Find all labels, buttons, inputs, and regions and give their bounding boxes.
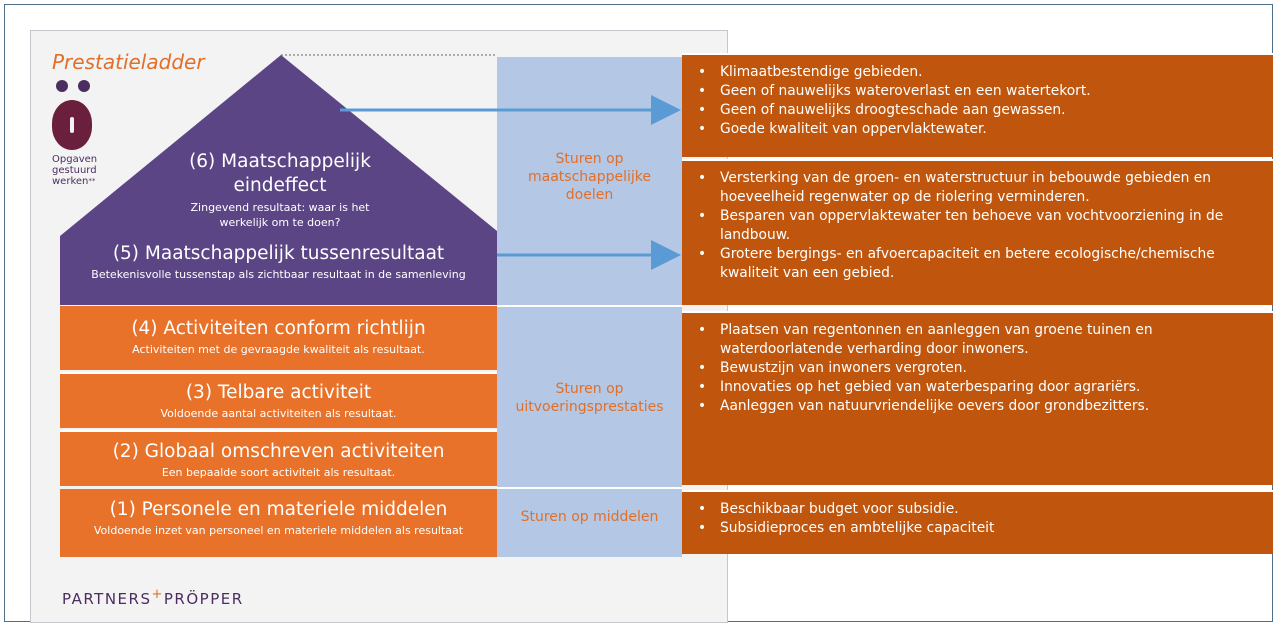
level-6-subtitle: Zingevend resultaat: waar is het [190,201,370,214]
list-item: Beschikbaar budget voor subsidie. [698,500,1259,519]
list-item: Klimaatbestendige gebieden. [698,63,1259,82]
level-1-title: (1) Personele en materiele middelen [109,499,448,520]
level-4: (4) Activiteiten conform richtlijn Activ… [60,306,497,370]
level-1-subtitle: Voldoende inzet van personeel en materie… [93,524,464,537]
partners-logo: PARTNERS+PRÖPPER [62,587,244,608]
level-6-subtitle2: werkelijk om te doen? [219,216,341,229]
steering-separator [497,487,682,489]
list-item: Goede kwaliteit van oppervlaktewater. [698,120,1259,139]
list-item: Geen of nauwelijks wateroverlast en een … [698,82,1259,101]
level-2-title: (2) Globaal omschreven activiteiten [112,441,445,462]
steer-means: Sturen op middelen [520,509,659,525]
level-4-subtitle: Activiteiten met de gevraagde kwaliteit … [132,343,425,356]
list-item: Innovaties op het gebied van waterbespar… [698,378,1259,397]
level-6: (6) Maatschappelijk eindeffect Zingevend… [150,150,410,230]
steering-column [497,57,682,557]
list-item: Plaatsen van regentonnen en aanleggen va… [698,321,1259,359]
level-3-subtitle: Voldoende aantal activiteiten als result… [160,407,397,420]
roof-triangle [60,55,497,236]
level-2: (2) Globaal omschreven activiteiten Een … [60,430,497,486]
steer-society: Sturen op maatschappelijke doelen [527,151,651,203]
logo-dot-left-icon [56,80,68,92]
level-3: (3) Telbare activiteit Voldoende aantal … [60,372,497,428]
list-item: Bewustzijn van inwoners vergroten. [698,359,1259,378]
outcome-box-2: Versterking van de groen- en waterstruct… [682,159,1273,305]
list-item: Aanleggen van natuurvriendelijke oevers … [698,397,1259,416]
outcome-box-3: Plaatsen van regentonnen en aanleggen va… [682,311,1273,485]
logo-line2: gestuurd [52,165,97,176]
outcome-box-4: Beschikbaar budget voor subsidie. Subsid… [682,490,1273,554]
level-5-subtitle: Betekenisvolle tussenstap als zichtbaar … [91,268,466,281]
logo-o-icon [52,100,92,150]
steering-separator [497,305,682,307]
logo-line1: Opgaven [52,154,98,165]
list-item: Besparen van oppervlaktewater ten behoev… [698,207,1259,245]
diagram-title: Prestatieladder [52,50,205,74]
steer-performance: Sturen op uitvoeringsprestaties [515,381,664,415]
level-1: (1) Personele en materiele middelen Vold… [60,489,497,557]
level-5-title: (5) Maatschappelijk tussenresultaat [112,243,445,264]
logo-dot-right-icon [78,80,90,92]
level-6-title2: eindeffect [233,175,327,196]
level-3-title: (3) Telbare activiteit [185,382,372,403]
list-item: Geen of nauwelijks droogteschade aan gew… [698,101,1259,120]
level-2-subtitle: Een bepaalde soort activiteit als result… [161,466,396,479]
level-4-title: (4) Activiteiten conform richtlijn [131,318,426,339]
list-item: Subsidieproces en ambtelijke capaciteit [698,519,1259,538]
level-5: (5) Maatschappelijk tussenresultaat Bete… [60,236,497,305]
list-item: Versterking van de groen- en waterstruct… [698,169,1259,207]
level-6-title: (6) Maatschappelijk [189,151,371,172]
outcome-box-1: Klimaatbestendige gebieden. Geen of nauw… [682,53,1273,157]
logo-line3: werken** [52,176,96,187]
list-item: Grotere bergings- en afvoercapaciteit en… [698,245,1259,283]
